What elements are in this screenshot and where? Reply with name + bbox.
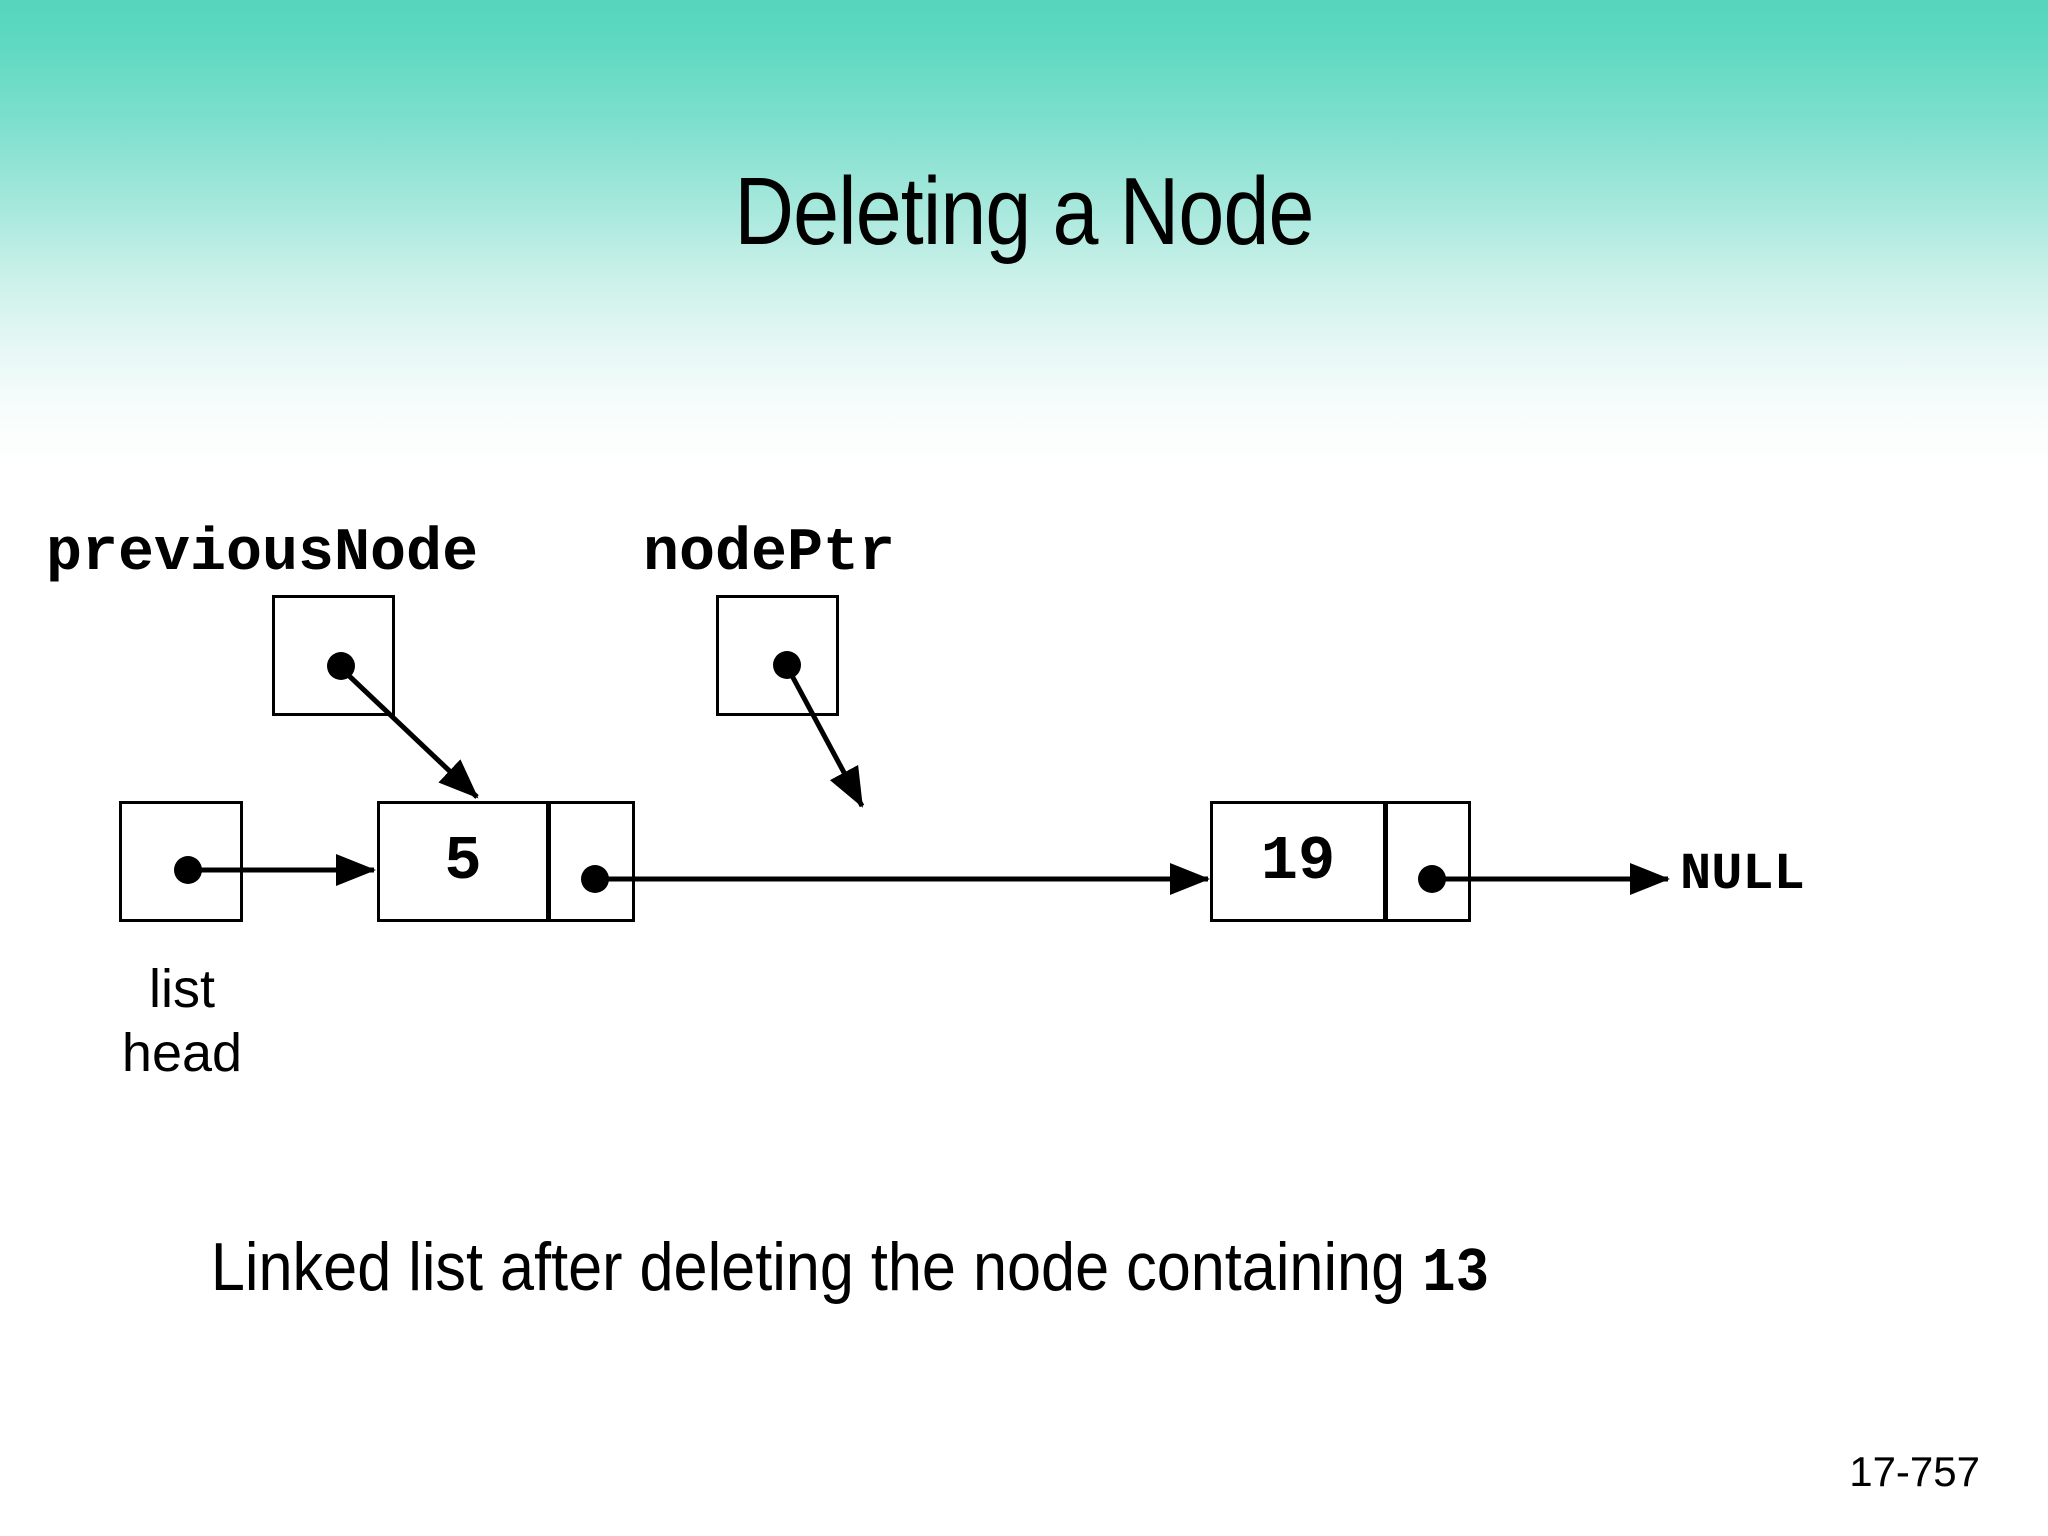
list-head-caption: list head [60,962,304,1080]
slide-caption-text: Linked list after deleting the node cont… [210,1229,1423,1305]
list-head-caption-line-2: head [121,1023,243,1083]
list-head-caption-line-1: list [149,959,215,1019]
node-5-data-cell [377,801,549,922]
background-gradient [0,0,2048,470]
slide-caption: Linked list after deleting the node cont… [85,1228,1615,1309]
page-title: Deleting a Node [734,158,1314,265]
node-5-value: 5 [444,826,482,897]
pointer-label-previousnode: previousNode [46,520,479,588]
list-head-box [119,801,243,922]
node-19-data-cell [1210,801,1386,922]
pointer-box-previousnode [272,595,395,716]
node-5-pointer-cell [548,801,635,922]
null-terminator-label: NULL [1680,845,1805,904]
slide-caption-value: 13 [1422,1238,1490,1309]
node-19-pointer-cell [1385,801,1471,922]
pointer-label-nodeptr: nodePtr [643,520,896,588]
footer-page-number: 17-757 [1849,1448,1980,1495]
pointer-box-nodeptr [716,595,839,716]
node-19-value: 19 [1260,826,1336,897]
